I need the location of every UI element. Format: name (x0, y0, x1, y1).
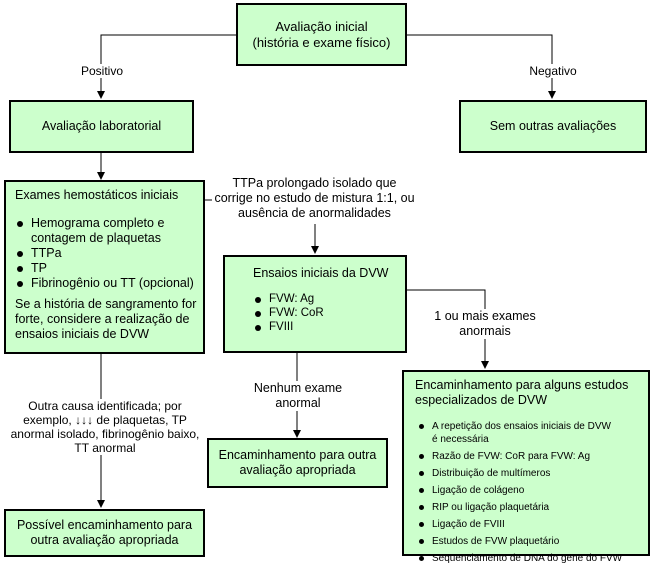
edge-vwd-to-specialized (406, 289, 489, 369)
none-abnormal-label: Nenhum exame anormal (246, 381, 350, 411)
vwd-initial-list: FVW: Ag FVW: CoR FVIII (253, 292, 397, 334)
vwd-initial-item: FVIII (253, 320, 397, 334)
vwd-initial-item: FVW: CoR (253, 306, 397, 320)
refer-other-box: Encaminhamento para outra avaliação apro… (207, 438, 388, 488)
possible-refer-box: Possível encaminhamento para outra avali… (4, 509, 205, 557)
hemostatic-list: Hemograma completo e contagem de plaquet… (15, 216, 197, 291)
refer-other-text: Encaminhamento para outra avaliação apro… (218, 448, 377, 477)
hemostatic-box: Exames hemostáticos iniciais Hemograma c… (4, 180, 205, 354)
start-line1: Avaliação inicial (275, 18, 368, 34)
hemostatic-note: Se a história de sangramento for forte, … (15, 297, 197, 341)
specialized-item: A repetição dos ensaios iniciais de DVW … (417, 420, 642, 446)
no-more-text: Sem outras avaliações (489, 119, 617, 133)
specialized-item: Distribuição de multímeros (417, 467, 642, 480)
specialized-item: Estudos de FVW plaquetário (417, 535, 642, 548)
other-cause-label: Outra causa identificada; por exemplo, ↓… (4, 399, 206, 455)
hemostatic-item: TTPa (15, 246, 197, 261)
specialized-item: Razão de FVW: CoR para FVW: Ag (417, 450, 642, 463)
start-line2: (história e exame físico) (252, 34, 391, 50)
specialized-item: Ligação de colágeno (417, 484, 642, 497)
no-more-box: Sem outras avaliações (459, 100, 647, 153)
specialized-box: Encaminhamento para alguns estudos espec… (402, 370, 650, 564)
specialized-list: A repetição dos ensaios iniciais de DVW … (415, 420, 642, 565)
specialized-title: Encaminhamento para alguns estudos espec… (415, 378, 629, 407)
possible-refer-text: Possível encaminhamento para outra avali… (16, 518, 193, 547)
vwd-initial-title: Ensaios iniciais da DVW (253, 266, 389, 280)
ttpa-label: TTPa prolongado isolado que corrige no e… (212, 176, 417, 221)
start-box: Avaliação inicial (história e exame físi… (236, 3, 407, 66)
hemostatic-item: TP (15, 261, 197, 276)
hemostatic-item: Fibrinogênio ou TT (opcional) (15, 276, 197, 291)
specialized-item: Ligação de FVIII (417, 518, 642, 531)
hemostatic-item: Hemograma completo e contagem de plaquet… (15, 216, 197, 246)
specialized-item: RIP ou ligação plaquetária (417, 501, 642, 514)
hemostatic-title: Exames hemostáticos iniciais (15, 188, 179, 202)
abnormal-label: 1 ou mais exames anormais (430, 309, 540, 339)
vwd-initial-item: FVW: Ag (253, 292, 397, 306)
edge-positive-label: Positivo (74, 64, 130, 78)
specialized-item: Sequenciamento de DNA do gene do FVW (417, 552, 642, 565)
vwd-initial-box: Ensaios iniciais da DVW FVW: Ag FVW: CoR… (223, 255, 407, 353)
lab-eval-text: Avaliação laboratorial (41, 119, 162, 133)
edge-negative-label: Negativo (523, 64, 583, 78)
lab-eval-box: Avaliação laboratorial (9, 100, 194, 153)
